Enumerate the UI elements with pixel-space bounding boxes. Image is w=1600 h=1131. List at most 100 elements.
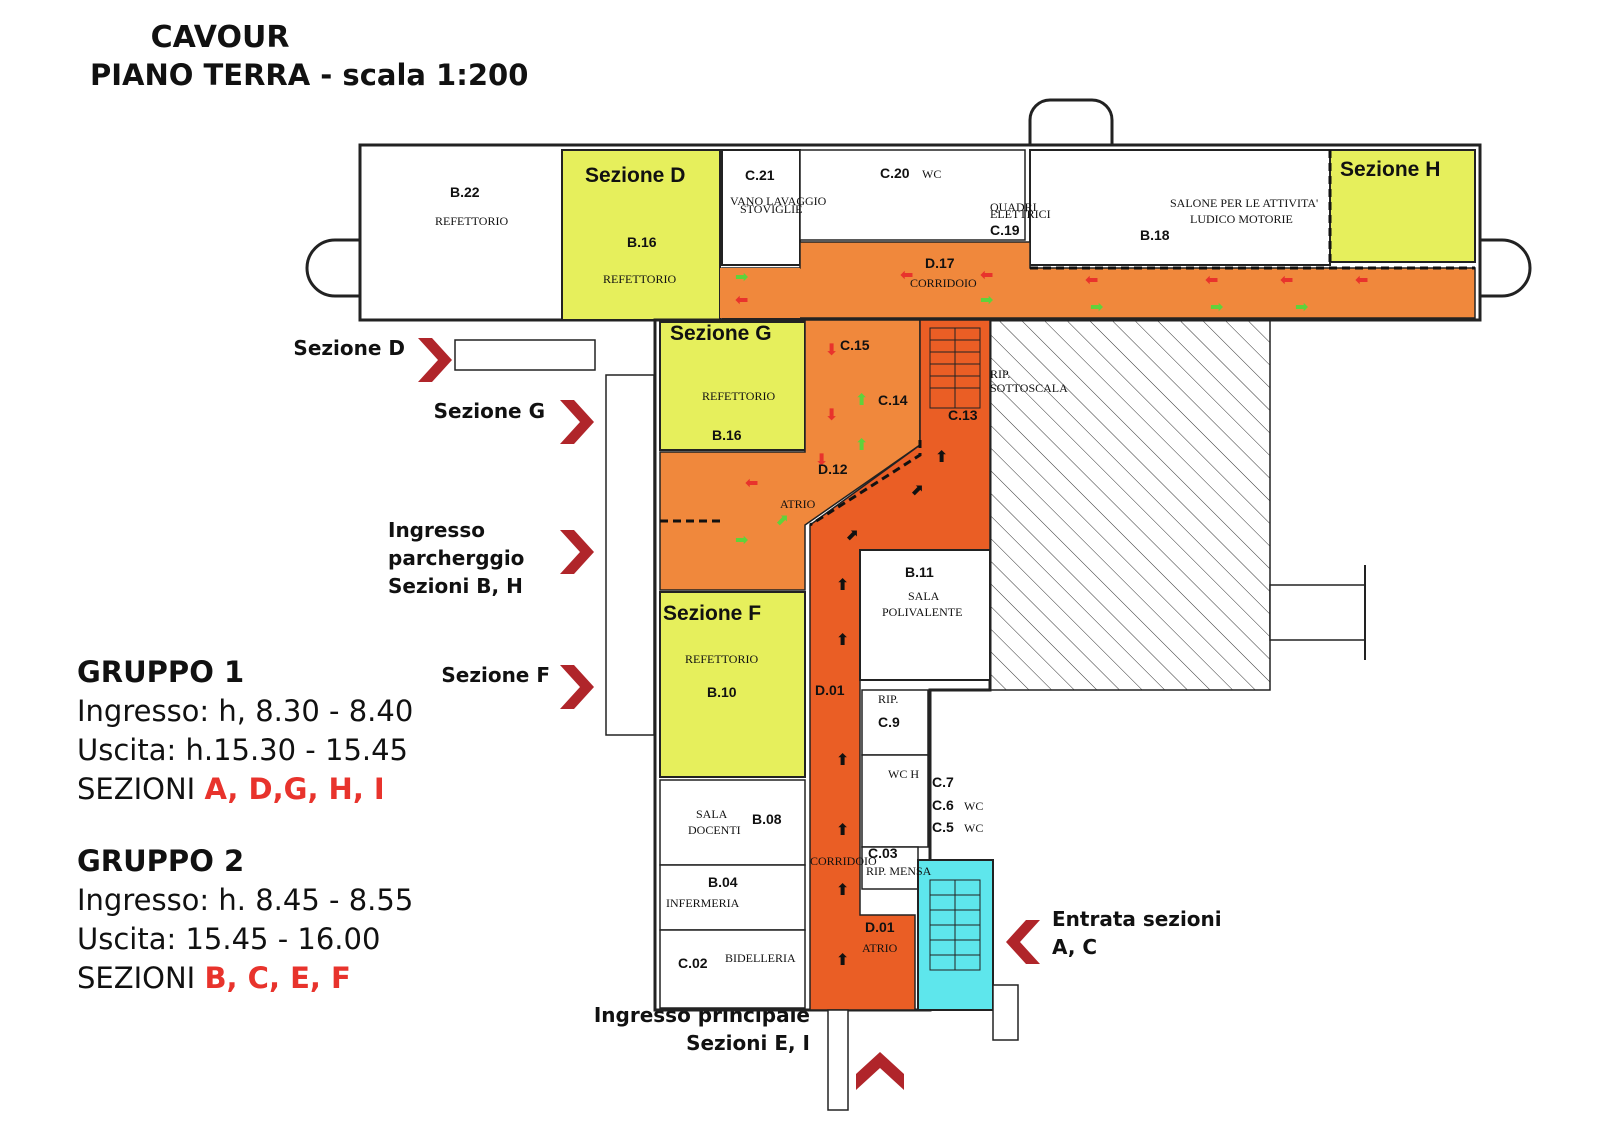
arrow-right-icon: ➡ [735,530,748,549]
room-sezione-d [561,149,721,321]
room-c21 [721,149,801,266]
label-c13: C.13 [948,407,978,423]
corridor-d01 [809,319,991,1011]
parcheggio-line-1: Ingresso [388,518,485,542]
label-d12: D.12 [818,461,848,477]
arrow-right-icon: ➡ [1210,297,1223,316]
arrow-right-icon: ➡ [1090,297,1103,316]
label-rip-sottoscala1: RIP. [990,367,1010,381]
arrow-left-icon: ⬅ [1085,270,1098,289]
label-c19: C.19 [990,222,1020,238]
arrow-right-icon: ➡ [980,290,993,309]
parcheggio-line-3: Sezioni B, H [388,574,523,598]
label-d17-name: CORRIDOIO [910,276,977,290]
arrow-right-icon: ➡ [735,267,748,286]
group-1-sezioni-label: SEZIONI [77,772,196,806]
label-b22: B.22 [450,184,480,200]
chevron-icon [1006,920,1040,964]
label-c7: C.7 [932,774,954,790]
label-wch: WC H [888,767,919,781]
arrow-up-icon: ⬆ [836,750,849,769]
entrata-ac-line-2: A, C [1052,935,1098,959]
group-1-sezioni: A, D,G, H, I [204,772,385,806]
arrow-left-icon: ⬅ [735,290,748,309]
label-b22-name: REFETTORIO [435,214,508,228]
arrow-right-icon: ⬈ [775,510,788,529]
arrow-left-icon: ⬅ [745,473,758,492]
arrow-left-icon: ⬅ [1355,270,1368,289]
arrow-right-icon: ⬈ [845,525,858,544]
arrow-left-icon: ⬅ [1205,270,1218,289]
label-c6-wc: WC [964,799,983,813]
label-c5-wc: WC [964,821,983,835]
label-c20: C.20 [880,165,910,181]
chevron-icon [560,530,594,574]
entrance-label-sezione-g: Sezione G [433,399,545,423]
arrow-up-icon: ⬆ [836,880,849,899]
label-atrio: ATRIO [780,497,816,511]
lift-right [1480,238,1532,298]
room-b11 [859,549,991,681]
map-subtitle: PIANO TERRA - scala 1:200 [90,58,529,92]
entrance-label-sezione-d: Sezione D [293,336,405,360]
arrow-down-icon: ⬇ [825,405,838,424]
label-b18: B.18 [1140,227,1170,243]
label-b16a-name: REFETTORIO [603,272,676,286]
label-rip-sottoscala2: SOTTOSCALA [990,381,1068,395]
room-b04 [659,864,806,931]
room-wc-block [861,754,929,848]
label-rip: RIP. [878,692,898,706]
stair-c13 [929,327,981,409]
label-d01b-name: ATRIO [862,941,898,955]
label-b11-name1: SALA [908,589,940,603]
label-c19-name1: QUADRI [990,200,1037,214]
arrow-up-icon: ⬆ [855,435,868,454]
arrow-down-icon: ⬇ [815,450,828,469]
group-2-sezioni-label: SEZIONI [77,961,196,995]
label-c19-name2: ELETTRICI [990,207,1051,221]
chevron-icon [856,1052,904,1090]
label-c6: C.6 [932,797,954,813]
label-c03: C.03 [868,845,898,861]
label-c15: C.15 [840,337,870,353]
entrata-ac-line-1: Entrata sezioni [1052,907,1222,931]
label-c03-name: RIP. MENSA [866,864,932,878]
map-title: CAVOUR [150,20,290,55]
entrance-label-ac: Entrata sezioni A, C [1052,905,1222,961]
group-1-heading: GRUPPO 1 [77,655,245,689]
label-sezione-h: Sezione H [1340,158,1440,181]
label-c02: C.02 [678,955,708,971]
label-c9: C.9 [878,714,900,730]
label-c21-name2: STOVIGLIE [740,202,802,216]
arrow-left-icon: ⬅ [1280,270,1293,289]
label-sezione-g: Sezione G [670,322,772,345]
label-b04-name: INFERMERIA [666,896,740,910]
arrow-up-icon: ⬆ [836,575,849,594]
label-d17: D.17 [925,255,955,271]
group-2-heading: GRUPPO 2 [77,844,245,878]
label-corridoio: CORRIDOIO [810,854,877,868]
label-b16a: B.16 [627,234,657,250]
arrow-up-icon: ⬆ [836,820,849,839]
label-b08-name2: DOCENTI [688,823,741,837]
label-b11: B.11 [905,564,934,580]
arrow-up-icon: ⬆ [935,447,948,466]
label-b08-name1: SALA [696,807,728,821]
chevron-icon [560,400,594,444]
arrow-down-icon: ⬇ [825,340,838,359]
label-c21: C.21 [745,167,775,183]
group-2-ingresso: Ingresso: h. 8.45 - 8.55 [77,883,414,917]
label-d01b: D.01 [865,919,895,935]
label-c5: C.5 [932,819,954,835]
label-b18-name1: SALONE PER LE ATTIVITA' [1170,196,1318,210]
arrow-up-icon: ⬆ [836,630,849,649]
room-sezione-f [659,591,806,778]
flow-arrows: ⬅ ⬅ ⬅ ⬅ ⬅ ⬅ ⬅ ➡ ➡ ➡ ➡ ➡ ⬇ ⬇ ⬇ ⬆ ⬆ ⬅ ➡ ⬈ … [735,265,1368,969]
room-c20 [799,149,1026,241]
room-b08 [659,779,806,866]
label-sezione-d: Sezione D [585,164,685,187]
label-b11-name2: POLIVALENTE [882,605,962,619]
portico-left [605,374,655,736]
label-d01: D.01 [815,682,845,698]
